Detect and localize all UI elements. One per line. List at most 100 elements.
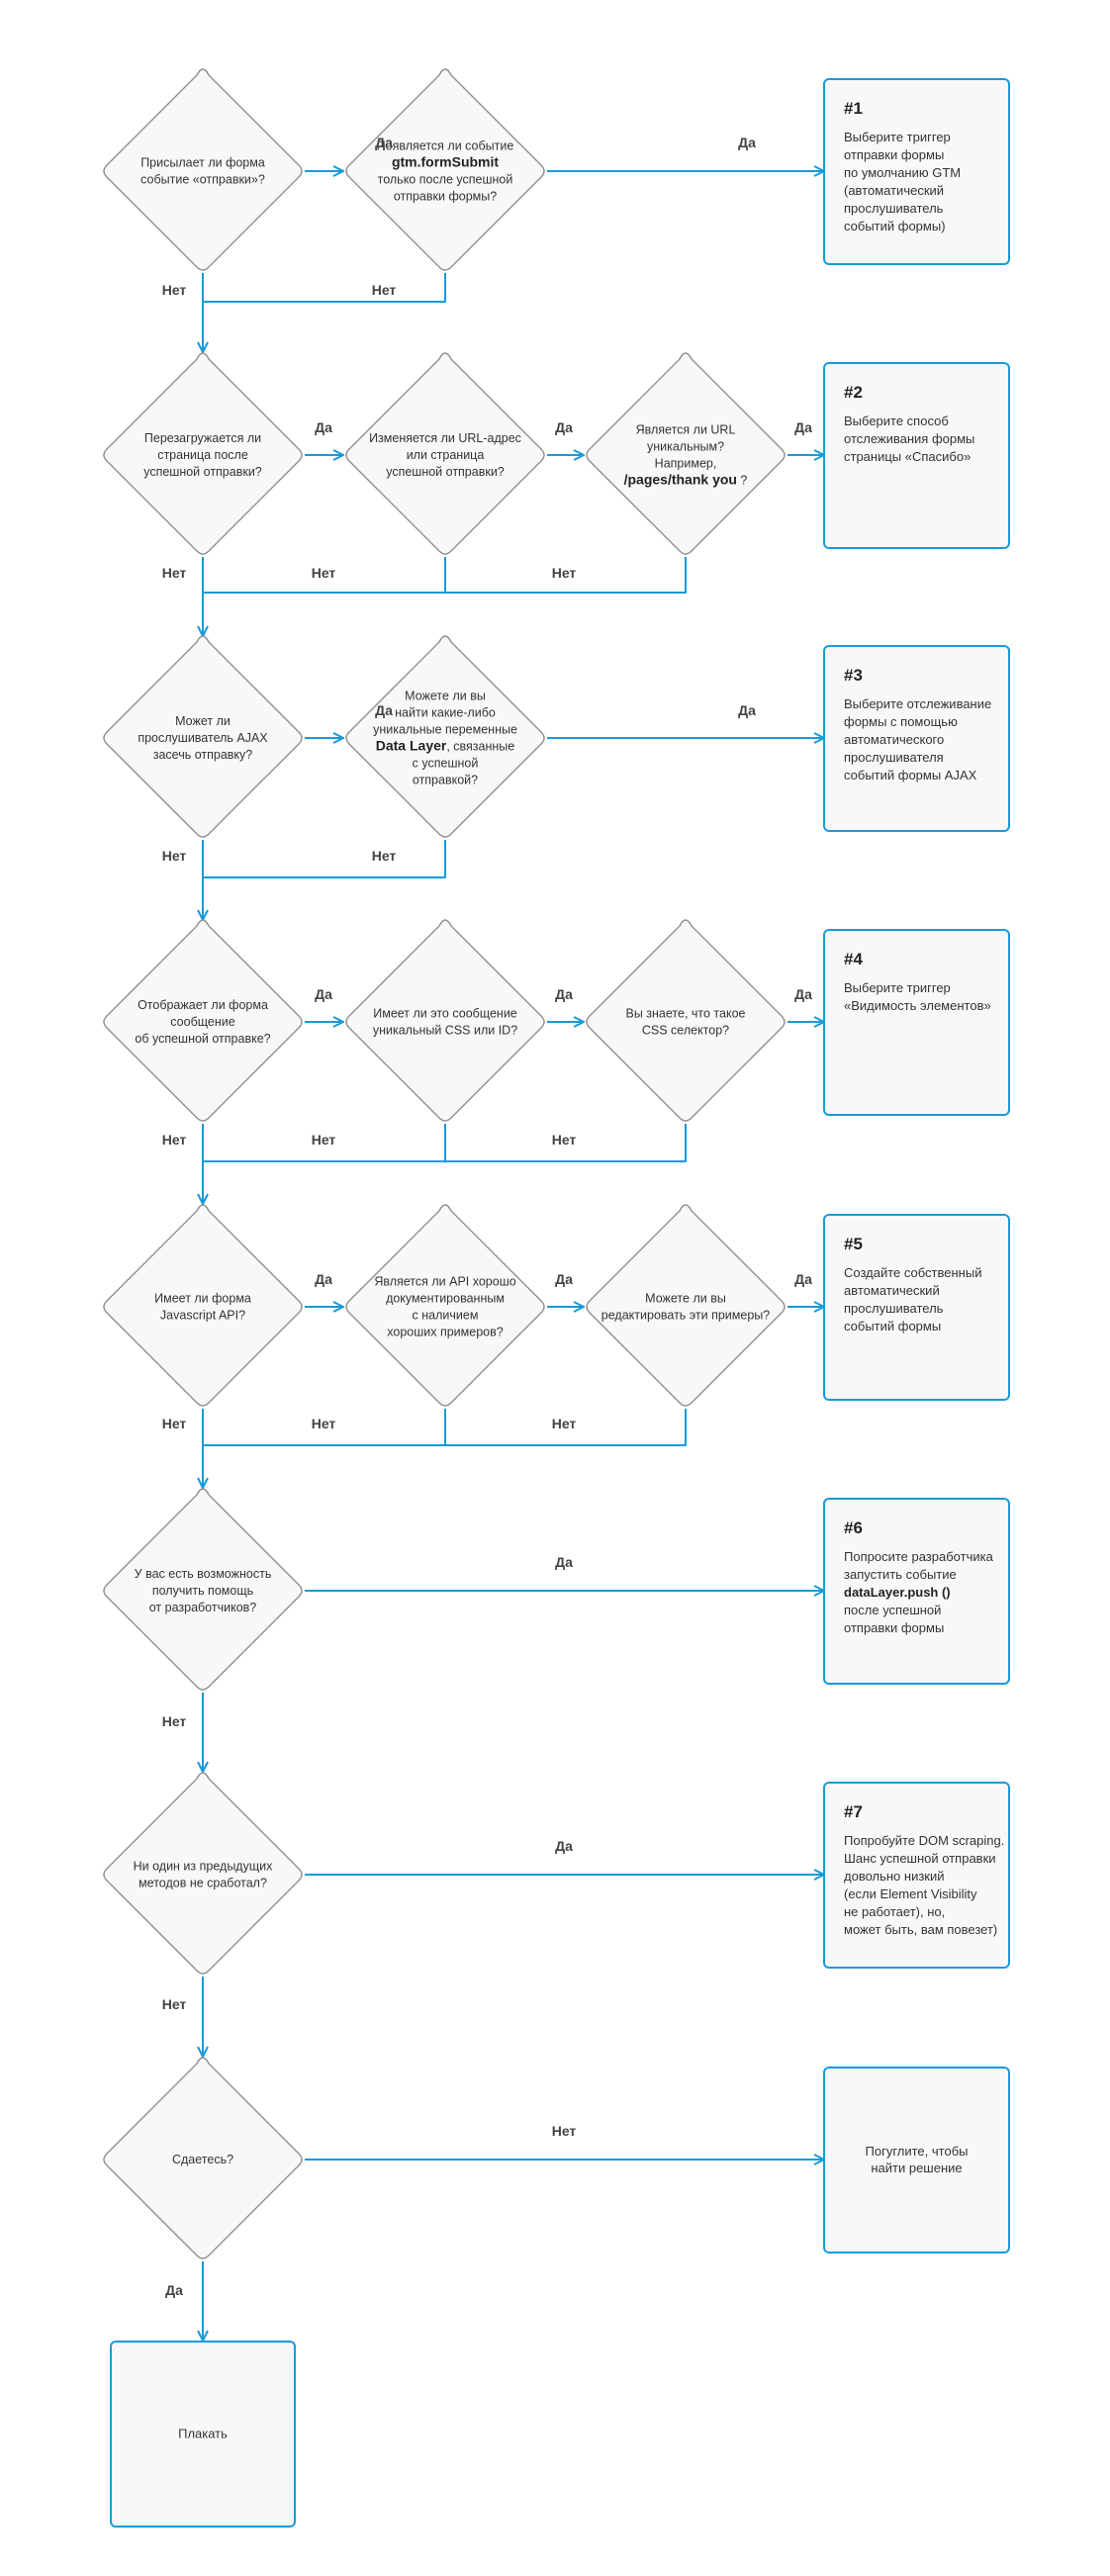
decision-diamond [103,2057,303,2259]
result-box [823,2067,1010,2254]
branch-label: Нет [162,1996,187,2012]
branch-label: Нет [162,565,187,581]
branch-label: Нет [162,1713,187,1729]
branch-label: Нет [162,1132,187,1148]
branch-label: Да [555,1554,573,1570]
decision-diamond [103,352,303,555]
result-box [823,1782,1010,1969]
decision-diamond [103,919,303,1122]
branch-label: Да [315,1271,332,1287]
result-number: #5 [844,1235,863,1253]
decision-diamond [103,635,303,838]
result-text: Плакать [178,2427,228,2441]
decision-diamond [586,919,786,1122]
result-text: Попробуйте DOM scraping.Шанс успешной от… [844,1833,1004,1937]
branch-label: Да [794,419,812,435]
result-box [823,78,1010,265]
decision-diamond [586,352,786,555]
branch-label: Нет [162,848,187,864]
decision-diamond [103,68,303,271]
result-number: #6 [844,1518,863,1537]
connector [203,1124,687,1162]
branch-label: Да [555,986,573,1002]
branch-label: Да [794,1271,812,1287]
result-number: #4 [844,950,863,968]
result-box [823,1498,1010,1685]
branch-label: Нет [552,1132,577,1148]
branch-label: Нет [312,565,336,581]
branch-label: Нет [552,1416,577,1431]
result-number: #1 [844,99,863,118]
branch-label: Да [555,419,573,435]
decision-d8: Сдаетесь? [103,2057,303,2259]
result-text: Выберите триггер«Видимость элементов» [844,980,991,1013]
connector [203,840,446,878]
result-number: #3 [844,666,863,685]
result-box [823,929,1010,1116]
decision-diamond [103,1772,303,1975]
result-number: #2 [844,383,863,402]
decision-diamond [345,635,545,838]
branch-label: Нет [162,1416,187,1431]
branch-label: Нет [372,848,397,864]
connector [203,557,687,594]
result-box [823,645,1010,832]
connector [203,273,446,303]
decision-diamond [345,68,545,271]
decision-diamond [103,1204,303,1407]
decision-diamond [103,1488,303,1691]
branch-label: Да [315,986,332,1002]
branch-label: Нет [552,2123,577,2139]
branch-label: Да [738,702,756,718]
decision-diamond [345,919,545,1122]
result-box [110,2341,296,2528]
branch-label: Нет [162,282,187,298]
result-box-b9: Плакать [110,2341,296,2528]
result-box [823,362,1010,549]
branch-label: Да [794,986,812,1002]
branch-label: Да [738,135,756,150]
branch-label: Да [375,135,393,150]
branch-label: Да [165,2282,183,2298]
branch-label: Нет [552,565,577,581]
decision-diamond [586,1204,786,1407]
branch-label: Да [555,1838,573,1854]
branch-label: Нет [372,282,397,298]
